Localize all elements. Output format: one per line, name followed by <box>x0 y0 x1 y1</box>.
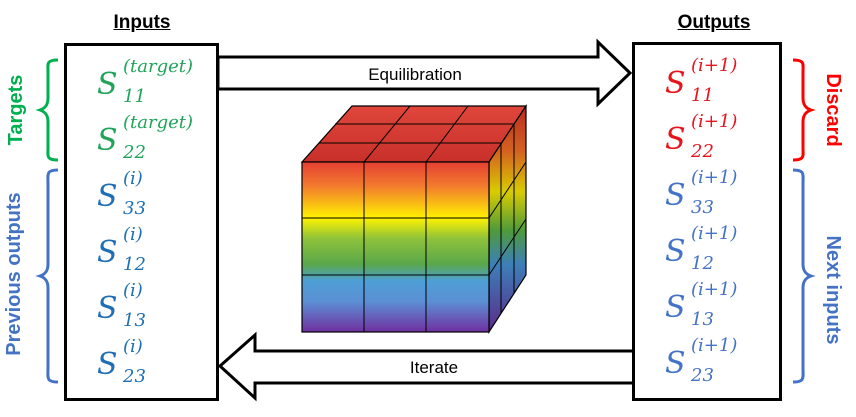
stress-subscript: 12 <box>123 254 146 275</box>
stress-superscript: (i+1) <box>691 279 738 300</box>
stress-subscript: 11 <box>691 85 714 106</box>
stress-term: S(i) 23 <box>67 338 216 393</box>
next-inputs-label: Next inputs <box>822 235 844 345</box>
stress-superscript: (i+1) <box>691 335 738 356</box>
stress-superscript: (i) <box>123 280 143 301</box>
stress-term: S(i) 33 <box>67 170 216 225</box>
previous-outputs-label: Previous outputs <box>3 192 25 356</box>
stress-superscript: (i) <box>123 168 143 189</box>
inputs-header: Inputs <box>113 12 171 33</box>
stress-symbol: S <box>97 291 118 326</box>
equilibration-label: Equilibration <box>368 65 462 84</box>
previous-outputs-brace <box>35 168 59 384</box>
stress-term: S(i+1) 33 <box>635 169 779 224</box>
stress-term: S(i+1) 22 <box>635 113 779 168</box>
stress-term: S(i+1) 13 <box>635 281 779 336</box>
rainbow-cube-icon <box>300 104 528 335</box>
stress-symbol: S <box>97 67 118 102</box>
stress-term: S(target) 11 <box>67 58 216 113</box>
stress-term: S(i+1) 23 <box>635 337 779 392</box>
stress-term: S(i) 12 <box>67 226 216 281</box>
stress-term: S(target) 22 <box>67 114 216 169</box>
stress-superscript: (target) <box>123 56 194 77</box>
discard-brace <box>792 58 816 162</box>
stress-symbol: S <box>665 346 686 381</box>
iterate-label: Iterate <box>410 358 458 377</box>
stress-superscript: (target) <box>123 112 194 133</box>
stress-term: S(i) 13 <box>67 282 216 337</box>
stress-subscript: 33 <box>123 198 146 219</box>
stress-symbol: S <box>665 290 686 325</box>
stress-symbol: S <box>665 122 686 157</box>
stress-superscript: (i+1) <box>691 167 738 188</box>
stress-subscript: 13 <box>123 310 146 331</box>
stress-symbol: S <box>665 234 686 269</box>
targets-brace <box>35 58 59 162</box>
stress-subscript: 13 <box>691 309 714 330</box>
targets-label: Targets <box>5 74 27 146</box>
stress-term: S(i+1) 12 <box>635 225 779 280</box>
stress-superscript: (i+1) <box>691 223 738 244</box>
stress-subscript: 23 <box>123 366 146 387</box>
stress-symbol: S <box>97 179 118 214</box>
iterate-arrow <box>217 331 636 402</box>
stress-symbol: S <box>97 235 118 270</box>
stress-subscript: 11 <box>123 86 146 107</box>
stress-symbol: S <box>665 178 686 213</box>
stress-term: S(i+1) 11 <box>635 57 779 112</box>
stress-superscript: (i) <box>123 224 143 245</box>
discard-label: Discard <box>822 73 844 147</box>
stress-symbol: S <box>665 66 686 101</box>
stress-subscript: 33 <box>691 197 714 218</box>
stress-subscript: 23 <box>691 365 714 386</box>
stress-subscript: 22 <box>123 142 146 163</box>
outputs-header: Outputs <box>677 12 751 33</box>
equilibration-arrow <box>216 38 633 108</box>
stress-symbol: S <box>97 123 118 158</box>
next-inputs-brace <box>792 168 816 384</box>
stress-superscript: (i+1) <box>691 111 738 132</box>
stress-symbol: S <box>97 347 118 382</box>
stress-superscript: (i) <box>123 336 143 357</box>
stress-superscript: (i+1) <box>691 55 738 76</box>
stress-subscript: 12 <box>691 253 714 274</box>
stress-subscript: 22 <box>691 141 714 162</box>
